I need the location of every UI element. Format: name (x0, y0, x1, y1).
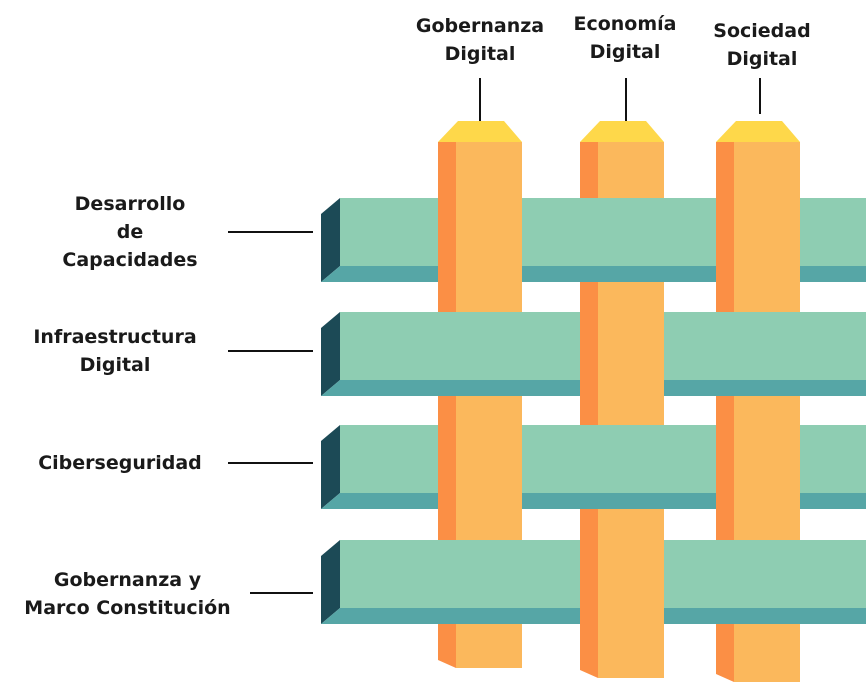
beam-bottom-segment-gob-over-sociedad (716, 608, 800, 624)
beam-face-segment-desarrollo-over-economia (580, 198, 664, 266)
post-top-economia-digital (580, 121, 664, 142)
beam-bottom-segment-gob-over-gobernanza (438, 608, 522, 624)
beam-bottom-segment-infra-over-gobernanza (438, 380, 522, 396)
beam-end-infraestructura (321, 312, 340, 396)
post-top-gobernanza-digital (438, 121, 522, 142)
beam-end-ciberseguridad (321, 425, 340, 509)
beam-face-segment-infra-over-gobernanza (438, 312, 522, 380)
beam-bottom-segment-ciber-over-economia (580, 493, 664, 509)
beam-face-segment-gob-over-sociedad (716, 540, 800, 608)
beam-face-segment-infra-over-sociedad (716, 312, 800, 380)
row-label-ciberseguridad: Ciberseguridad (38, 452, 202, 474)
beam-end-desarrollo (321, 198, 340, 282)
post-top-sociedad-digital (716, 121, 800, 142)
post-side-gobernanza-digital (438, 142, 456, 668)
beam-bottom-segment-desarrollo-over-economia (580, 266, 664, 282)
beam-face-segment-ciber-over-economia (580, 425, 664, 493)
beam-face-segment-gob-over-gobernanza (438, 540, 522, 608)
beam-end-gobernanza-marco (321, 540, 340, 624)
beam-bottom-segment-infra-over-sociedad (716, 380, 800, 396)
